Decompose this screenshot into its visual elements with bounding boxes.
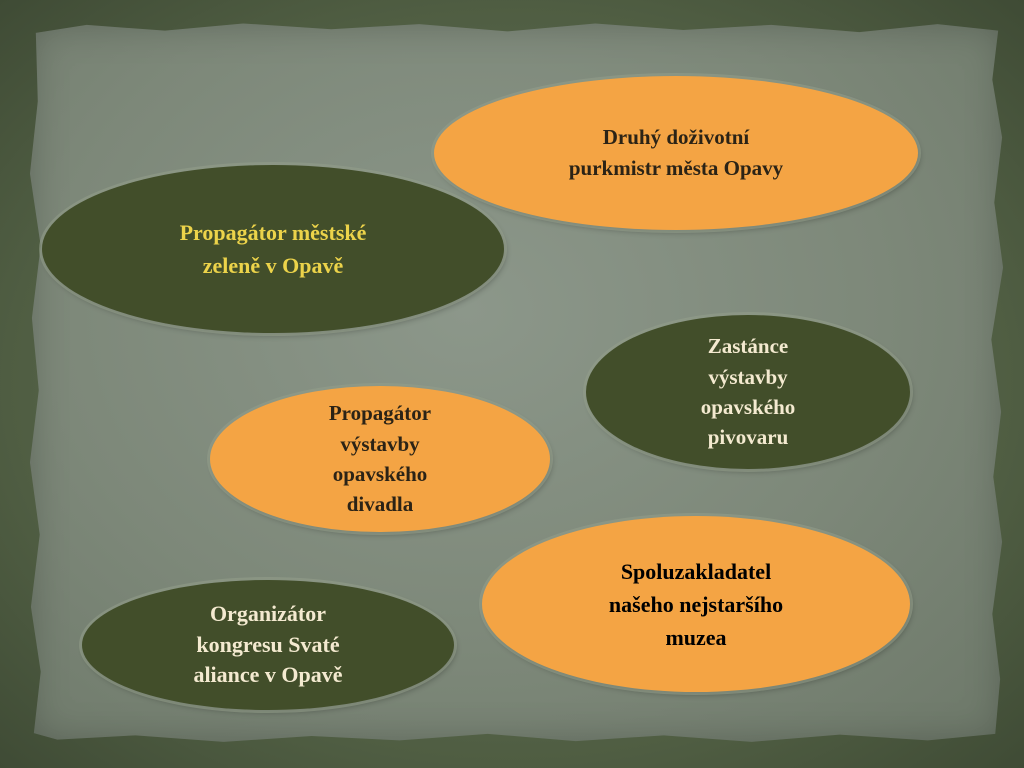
oval-congress-text: Organizátor kongresu Svaté aliance v Opa… [193, 600, 343, 688]
oval-second-mayor-text: Druhý doživotní purkmistr města Opavy [568, 124, 784, 181]
oval-city-greenery-text: Propagátor městské zeleně v Opavě [179, 220, 367, 278]
oval-theatre-text: Propagátor výstavby opavského divadla [328, 401, 432, 517]
oval-brewery: Zastánce výstavby opavského pivovaru [586, 315, 910, 469]
oval-museum: Spoluzakladatel našeho nejstaršího muzea [482, 516, 910, 692]
oval-theatre: Propagátor výstavby opavského divadla [210, 386, 550, 532]
oval-brewery-text: Zastánce výstavby opavského pivovaru [700, 334, 796, 450]
oval-second-mayor: Druhý doživotní purkmistr města Opavy [434, 76, 918, 230]
oval-city-greenery: Propagátor městské zeleně v Opavě [42, 165, 504, 333]
oval-congress: Organizátor kongresu Svaté aliance v Opa… [82, 580, 454, 710]
oval-museum-text: Spoluzakladatel našeho nejstaršího muzea [608, 558, 784, 650]
